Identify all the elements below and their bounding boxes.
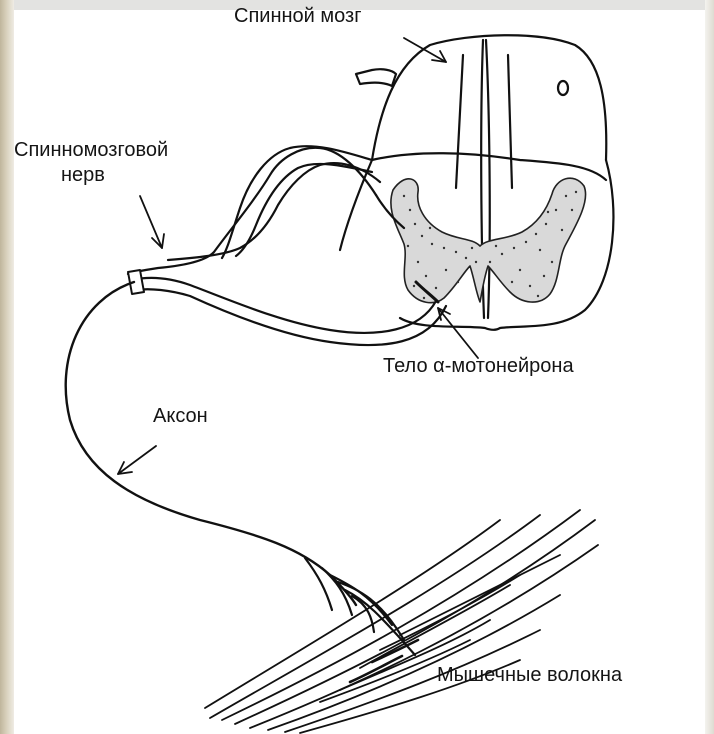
label-muscle-fibers: Мышечные волокна <box>437 663 622 687</box>
arrow-nerve <box>140 196 164 248</box>
label-axon: Аксон <box>153 404 208 428</box>
label-motoneuron-body: Тело α-мотонейрона <box>383 354 574 378</box>
axon-line <box>66 282 356 605</box>
label-spinal-cord: Спинной мозг <box>234 4 362 28</box>
arrow-axon <box>118 446 156 474</box>
arrow-motoneuron-body <box>438 308 478 358</box>
muscle-fibers <box>205 510 598 733</box>
label-spinal-nerve-line1: Спинномозговой <box>14 138 168 162</box>
label-spinal-nerve-line2: нерв <box>61 163 105 187</box>
